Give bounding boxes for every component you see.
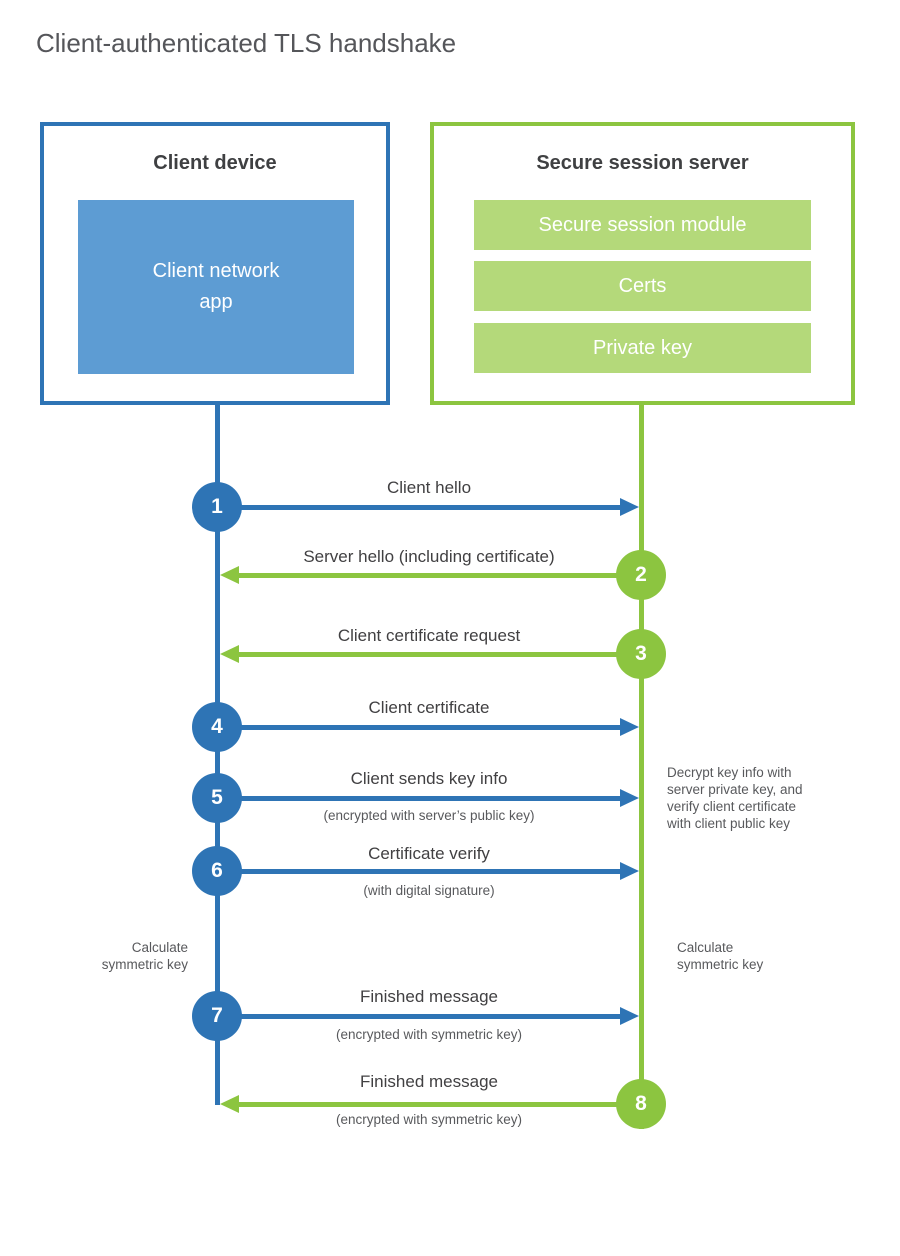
step-circle-3: 3 [616, 629, 666, 679]
message-7-label: Finished message [360, 987, 498, 1006]
secure-session-server-title: Secure session server [536, 152, 749, 174]
message-2-label: Server hello (including certificate) [303, 547, 555, 566]
client-app-label-line-2: app [199, 291, 233, 313]
step-circle-6: 6 [192, 846, 242, 896]
message-3-arrow-line [237, 652, 641, 657]
client-device-title: Client device [153, 152, 277, 174]
message-7-arrow-line [217, 1014, 621, 1019]
step-circle-4: 4 [192, 702, 242, 752]
message-6-arrow-line [217, 869, 621, 874]
decrypt-key-note-line-3: verify client certificate [667, 799, 797, 814]
calculate-symmetric-key-note-right: Calculate symmetric key [677, 939, 763, 973]
step-circle-8: 8 [616, 1079, 666, 1129]
decrypt-key-note-line-2: server private key, and [667, 782, 803, 797]
client-network-app-box: Client network app [78, 200, 354, 374]
client-lifeline [215, 403, 220, 1105]
calc-left-line-2: symmetric key [101, 957, 188, 972]
step-circle-1: 1 [192, 482, 242, 532]
message-2-arrow-line [237, 573, 641, 578]
message-5-sublabel: (encrypted with server’s public key) [323, 808, 535, 823]
message-4-arrowhead-right-icon [620, 718, 639, 736]
message-5-arrowhead-right-icon [620, 789, 639, 807]
message-6-label: Certificate verify [368, 844, 490, 863]
message-7-arrowhead-right-icon [620, 1007, 639, 1025]
decrypt-key-note-line-1: Decrypt key info with [667, 765, 792, 780]
message-1-arrow-line [217, 505, 621, 510]
client-app-label-line-1: Client network [152, 260, 280, 282]
message-7-sublabel: (encrypted with symmetric key) [335, 1027, 523, 1042]
calculate-symmetric-key-note-left: Calculate symmetric key [58, 939, 188, 973]
step-circle-2: 2 [616, 550, 666, 600]
message-1-arrowhead-right-icon [620, 498, 639, 516]
client-device-box: Client device Client network app [40, 122, 390, 405]
message-4-label: Client certificate [368, 698, 490, 717]
message-8-label: Finished message [360, 1072, 498, 1091]
calc-right-line-2: symmetric key [677, 957, 764, 972]
message-3-label: Client certificate request [337, 626, 521, 645]
decrypt-key-note-line-4: with client public key [667, 816, 791, 831]
message-6-sublabel: (with digital signature) [363, 883, 495, 898]
page-title: Client-authenticated TLS handshake [36, 28, 457, 58]
server-module-secure-session-module: Secure session module [474, 200, 811, 250]
decrypt-key-note: Decrypt key info with server private key… [667, 764, 803, 832]
step-circle-7: 7 [192, 991, 242, 1041]
calc-left-line-1: Calculate [131, 940, 188, 955]
calc-right-line-1: Calculate [677, 940, 734, 955]
message-8-arrow-line [237, 1102, 641, 1107]
server-module-certs: Certs [474, 261, 811, 311]
message-5-label: Client sends key info [350, 769, 508, 788]
message-8-sublabel: (encrypted with symmetric key) [335, 1112, 523, 1127]
secure-session-server-box: Secure session server Secure session mod… [430, 122, 855, 405]
message-4-arrow-line [217, 725, 621, 730]
message-2-arrowhead-left-icon [220, 566, 239, 584]
message-3-arrowhead-left-icon [220, 645, 239, 663]
message-8-arrowhead-left-icon [220, 1095, 239, 1113]
server-lifeline [639, 403, 644, 1129]
message-1-label: Client hello [386, 478, 472, 497]
message-6-arrowhead-right-icon [620, 862, 639, 880]
server-module-private-key: Private key [474, 323, 811, 373]
step-circle-5: 5 [192, 773, 242, 823]
message-5-arrow-line [217, 796, 621, 801]
